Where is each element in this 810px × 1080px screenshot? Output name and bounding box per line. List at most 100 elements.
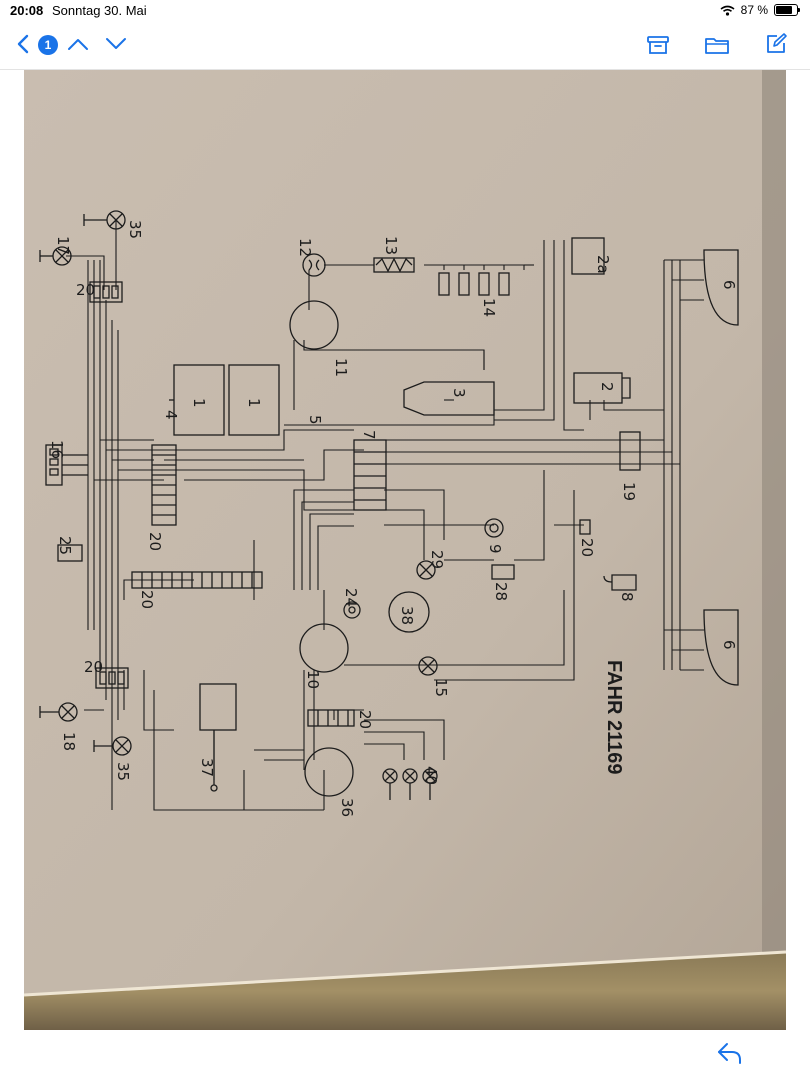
components: [39, 210, 739, 800]
label-4: 4: [162, 410, 180, 420]
label-1-b: 1: [245, 398, 263, 408]
label-9: 9: [486, 544, 504, 554]
wires: [66, 220, 704, 811]
lamps-40: [382, 768, 438, 800]
label-2a: 2a: [594, 255, 612, 274]
archive-button[interactable]: [646, 34, 670, 56]
label-13: 13: [382, 236, 400, 255]
terminal-strip-20-main: [151, 444, 177, 526]
label-35-top: 35: [126, 220, 144, 239]
compose-button[interactable]: [764, 32, 788, 56]
message-count-button[interactable]: 1: [38, 35, 58, 55]
chevron-down-icon: [106, 38, 126, 49]
label-6-bottom: 6: [720, 640, 738, 650]
battery-percent: 87 %: [740, 3, 768, 17]
label-20-horizontal: 20: [138, 590, 156, 609]
mail-toolbar: 1: [0, 22, 810, 68]
paper-background: [24, 70, 786, 1030]
table-surface: [24, 952, 786, 1030]
label-8: 8: [618, 592, 636, 602]
wiring-diagram: 35 17 20 16 20 1 1 4 5 12 11 13 14 3 2a …: [24, 70, 786, 1030]
lamp-35-top: [83, 210, 126, 230]
spark-plugs-14: [438, 272, 510, 296]
back-button[interactable]: [16, 34, 30, 54]
next-message-button[interactable]: [104, 36, 128, 52]
archive-icon: [647, 36, 669, 54]
resistor-13: [373, 257, 415, 273]
label-20-c: 20: [84, 658, 103, 676]
label-25: 25: [56, 536, 74, 555]
label-20-a: 20: [76, 281, 95, 299]
label-12: 12: [296, 238, 314, 257]
lamp-18: [39, 702, 78, 722]
message-count-badge: 1: [38, 35, 58, 55]
switch-25: [57, 544, 83, 562]
compose-icon: [767, 33, 787, 53]
previous-message-button[interactable]: [66, 36, 90, 52]
relay-2a: [571, 237, 605, 275]
lamp-15: [418, 656, 438, 676]
connector-16: [45, 444, 88, 486]
wifi-icon: [720, 5, 735, 16]
headlight-6-top: [703, 249, 739, 326]
status-right: 87 %: [720, 3, 800, 17]
meter-38: [388, 591, 430, 633]
lamp-29: [416, 560, 436, 580]
status-bar: 20:08 Sonntag 30. Mai 87 %: [0, 0, 810, 22]
label-2: 2: [598, 382, 616, 392]
label-24: 24: [342, 588, 360, 607]
label-19: 19: [620, 482, 638, 501]
label-35-bottom: 35: [114, 762, 132, 781]
switch-block-37: [199, 683, 237, 792]
connector-20-a: [89, 281, 123, 303]
label-38: 38: [398, 606, 416, 625]
connector-19: [619, 431, 641, 471]
label-20-main: 20: [146, 532, 164, 551]
label-1-a: 1: [190, 398, 208, 408]
switch-28: [491, 564, 515, 580]
battery-level: [776, 6, 792, 14]
connector-20-d: [307, 709, 355, 727]
label-15: 15: [432, 678, 450, 697]
wiring-diagram-photo[interactable]: 35 17 20 16 20 1 1 4 5 12 11 13 14 3 2a …: [24, 70, 786, 1030]
label-11: 11: [332, 358, 350, 377]
headlight-6-bottom: [703, 609, 739, 686]
label-17: 17: [54, 236, 72, 255]
generator-11: [289, 300, 339, 350]
connector-20-c: [95, 667, 129, 689]
page-bottom-edge: [24, 950, 786, 997]
label-16: 16: [48, 440, 66, 459]
lamp-17: [39, 246, 72, 266]
indicator-24: [343, 601, 361, 619]
page-edge: [762, 70, 786, 1030]
component-labels: 35 17 20 16 20 1 1 4 5 12 11 13 14 3 2a …: [48, 220, 738, 817]
lamp-35-bottom: [93, 736, 132, 756]
reply-icon: [718, 1043, 741, 1064]
label-20-b: 20: [578, 538, 596, 557]
label-37: 37: [198, 758, 216, 777]
label-7: 7: [360, 430, 378, 440]
folder-icon: [705, 38, 729, 54]
model-label: FAHR 21169: [603, 660, 625, 775]
label-6-top: 6: [720, 280, 738, 290]
starter-2: [573, 372, 631, 404]
status-time: 20:08: [10, 3, 44, 18]
status-date: Sonntag 30. Mai: [52, 3, 147, 18]
ignition-coil-3: [403, 381, 495, 416]
label-20-d: 20: [356, 710, 374, 729]
label-5: 5: [306, 415, 324, 425]
toolbar-divider: [0, 69, 810, 70]
label-10: 10: [304, 670, 322, 689]
reply-button[interactable]: [716, 1040, 744, 1066]
label-29: 29: [428, 550, 446, 569]
switch-36: [304, 747, 354, 797]
label-28: 28: [492, 582, 510, 601]
chevron-left-icon: [17, 34, 29, 54]
battery-1: [169, 364, 280, 436]
bottom-bar: [0, 1030, 810, 1080]
connector-20-b: [579, 519, 591, 535]
terminal-strip-20-horizontal: [131, 571, 263, 589]
horn-button-9: [484, 518, 504, 538]
move-to-folder-button[interactable]: [704, 34, 730, 56]
chevron-up-icon: [68, 39, 88, 50]
